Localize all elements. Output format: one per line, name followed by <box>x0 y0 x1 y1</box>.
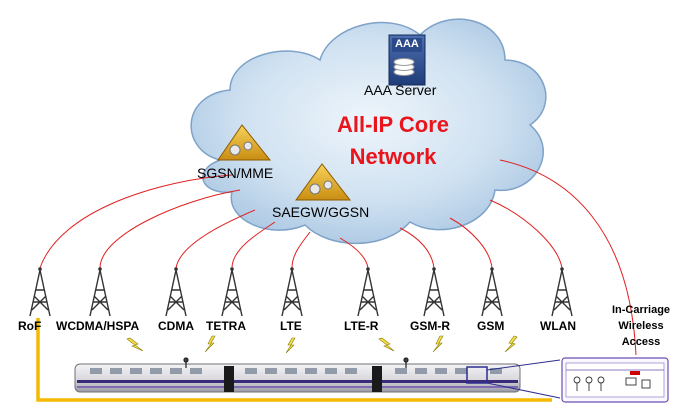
core-links <box>39 159 637 356</box>
link-wcdma <box>99 189 241 269</box>
link-cdma <box>175 209 256 269</box>
access-point-icon <box>630 371 640 375</box>
wireless-bolts <box>126 335 518 354</box>
access-label-line3: Access <box>621 336 661 348</box>
tower-label: GSM-R <box>410 319 450 333</box>
core-network-cloud <box>190 18 547 245</box>
tower-label: CDMA <box>158 319 194 333</box>
tower-label: WLAN <box>540 319 576 333</box>
train-coupler-2 <box>372 366 382 392</box>
aaa-server-icon <box>388 34 426 86</box>
link-rof <box>39 174 233 269</box>
cell-tower-icon <box>281 267 303 317</box>
cell-tower-icon <box>423 267 445 317</box>
rof-fiber-line <box>36 318 552 402</box>
link-tetra <box>231 221 276 269</box>
link-lter <box>339 237 369 269</box>
tower-group <box>29 267 573 317</box>
tower-label: GSM <box>477 319 505 333</box>
cell-tower-icon <box>165 267 187 317</box>
sgsn-mme-icon <box>217 124 272 161</box>
bolt-icon <box>285 337 296 354</box>
cell-tower-icon <box>29 267 51 317</box>
train <box>74 359 561 399</box>
bolt-icon <box>432 335 444 353</box>
aaa-badge: AAA <box>395 38 419 50</box>
access-label-line2: Wireless <box>618 320 664 332</box>
train-antennas <box>183 357 409 368</box>
core-title-line2: Network <box>349 144 437 169</box>
aaa-server-label: AAA Server <box>364 82 437 98</box>
bolt-icon <box>126 337 144 352</box>
train-callout-box <box>466 366 488 384</box>
cell-tower-icon <box>551 267 573 317</box>
sgsn-mme-label: SGSN/MME <box>197 165 274 181</box>
saegw-ggsn-label: SAEGW/GGSN <box>272 204 370 220</box>
train-body <box>74 363 521 393</box>
in-carriage-inset <box>561 357 669 403</box>
cell-tower-icon <box>89 267 111 317</box>
tower-label: LTE-R <box>344 319 379 333</box>
saegw-ggsn-icon <box>295 163 352 201</box>
link-lte <box>291 231 311 269</box>
link-access <box>499 159 637 356</box>
tower-label: LTE <box>280 319 302 333</box>
bolt-icon <box>504 335 518 353</box>
bolt-icon <box>204 335 216 353</box>
cell-tower-icon <box>357 267 379 317</box>
tower-label: WCDMA/HSPA <box>56 319 140 333</box>
link-gsmr <box>399 227 435 269</box>
cell-tower-icon <box>481 267 503 317</box>
core-title-line1: All-IP Core <box>336 112 450 137</box>
link-wlan <box>489 199 563 269</box>
access-label-line1: In-Carriage <box>611 304 671 316</box>
train-stripe <box>77 380 518 383</box>
bolt-icon <box>378 337 395 352</box>
tower-label: RoF <box>18 319 42 333</box>
cell-tower-icon <box>221 267 243 317</box>
train-coupler-1 <box>224 366 234 392</box>
link-gsm <box>449 217 493 269</box>
tower-label: TETRA <box>206 319 246 333</box>
